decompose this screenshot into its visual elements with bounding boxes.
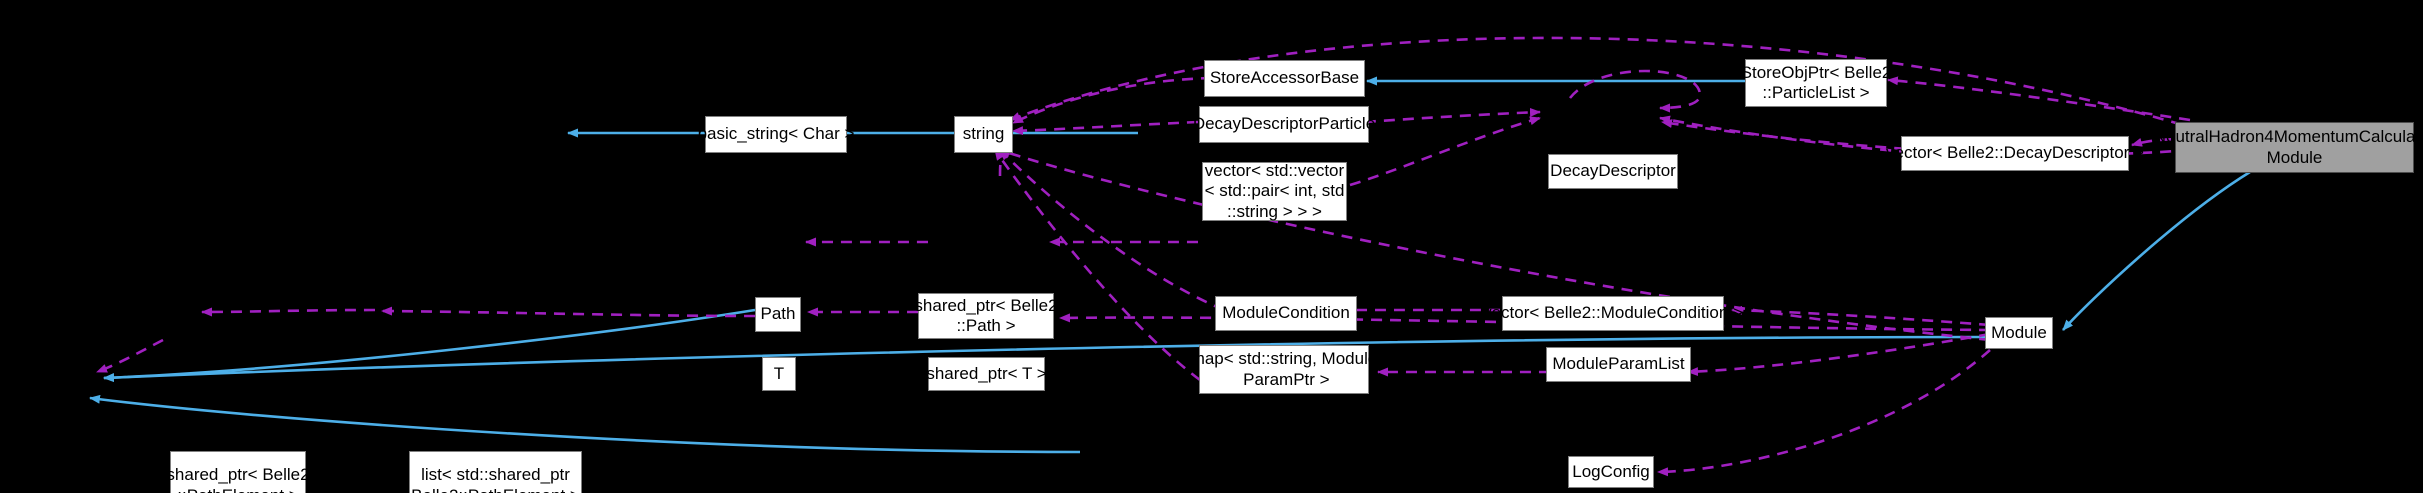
edge-module-vectormodulecond bbox=[1731, 305, 1991, 327]
edge-string-module bbox=[999, 148, 1991, 342]
node-vector_modulecond[interactable]: vector< Belle2::ModuleCondition > bbox=[1483, 296, 1743, 331]
edge-string-modulecondition bbox=[999, 149, 1225, 312]
edge-logconfig-module bbox=[1657, 349, 1991, 477]
node-sharedptr_pathelem[interactable]: shared_ptr< Belle2 ::PathElement > bbox=[166, 451, 310, 493]
inheritance-edges bbox=[89, 76, 2251, 454]
node-decaydescparticle[interactable]: DecayDescriptorParticle bbox=[1193, 106, 1375, 143]
edge-module-pathelement bbox=[103, 335, 1991, 383]
edge-path-pathelement bbox=[103, 308, 756, 383]
node-vector_vector_pair[interactable]: vector< std::vector < std::pair< int, st… bbox=[1202, 161, 1347, 221]
edge-list-sharedptrpathelem bbox=[201, 307, 376, 317]
node-modulecondition[interactable]: ModuleCondition bbox=[1215, 296, 1357, 331]
edge-neutralhadron-module bbox=[2062, 170, 2251, 331]
edge-vectorvectorpair-decaydescriptor bbox=[1349, 116, 1541, 187]
edge-decaydescriptor-self bbox=[1568, 69, 1702, 113]
edge-sharedptrpathelem-pathelement bbox=[96, 338, 164, 374]
edge-string-neutralhadron bbox=[1009, 36, 2201, 132]
node-map_string_module[interactable]: map< std::string, Module ParamPtr > bbox=[1191, 345, 1377, 394]
edge-string-storeaccessorbase bbox=[1012, 76, 1213, 125]
node-path[interactable]: Path bbox=[755, 297, 801, 332]
edge-module-moduleparamlist bbox=[1687, 332, 1991, 377]
node-storeaccessorbase[interactable]: StoreAccessorBase bbox=[1204, 60, 1365, 97]
node-storeobjptr[interactable]: StoreObjPtr< Belle2 ::ParticleList > bbox=[1741, 59, 1891, 107]
edge-decaydescparticle-decaydescriptor bbox=[1364, 107, 1541, 124]
edge-string-decaydescparticle bbox=[1012, 120, 1199, 136]
node-logconfig[interactable]: LogConfig bbox=[1568, 456, 1654, 488]
node-neutralhadron[interactable]: NeutralHadron4MomentumCalculator Module bbox=[2154, 122, 2423, 173]
node-sharedptr_t[interactable]: shared_ptr< T > bbox=[926, 357, 1047, 391]
edge-neutralhadron-storeobjptr bbox=[1887, 76, 2191, 122]
node-basic_string[interactable]: basic_string< Char > bbox=[698, 116, 854, 153]
node-decaydescriptor[interactable]: DecayDescriptor bbox=[1548, 154, 1678, 189]
node-t[interactable]: T bbox=[762, 357, 796, 391]
edge-string-map bbox=[993, 149, 1201, 382]
node-module[interactable]: Module bbox=[1985, 317, 2053, 349]
node-string[interactable]: string bbox=[954, 116, 1013, 153]
edge-vectordecaydesc-decaydescriptor bbox=[1659, 115, 1911, 154]
node-sharedptr_path[interactable]: shared_ptr< Belle2 ::Path > bbox=[914, 293, 1058, 339]
edge-path-list bbox=[381, 306, 756, 318]
node-moduleparamlist[interactable]: ModuleParamList bbox=[1546, 347, 1691, 382]
node-list_sharedptr[interactable]: list< std::shared_ptr < Belle2::PathElem… bbox=[397, 451, 595, 493]
node-vector_decaydesc[interactable]: vector< Belle2::DecayDescriptor > bbox=[1886, 136, 2144, 171]
usage-edges bbox=[96, 36, 2201, 477]
edge-path-pathelement-long bbox=[89, 394, 1081, 454]
